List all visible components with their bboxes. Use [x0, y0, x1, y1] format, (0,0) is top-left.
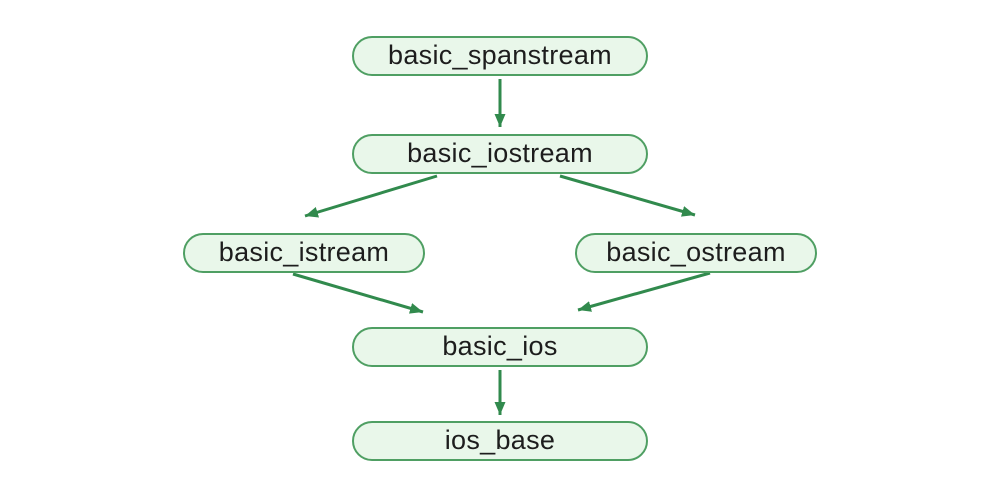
node-basic-spanstream: basic_spanstream — [352, 36, 648, 76]
node-basic-iostream-label: basic_iostream — [407, 137, 593, 168]
node-basic-istream: basic_istream — [183, 233, 425, 273]
node-basic-ios-label: basic_ios — [442, 330, 558, 361]
node-ios-base: ios_base — [352, 421, 648, 461]
node-basic-ios: basic_ios — [352, 327, 648, 367]
edge-basic_iostream-to-basic_istream — [304, 174, 438, 218]
node-ios-base-label: ios_base — [444, 424, 556, 455]
edge-basic_ostream-to-basic_ios — [577, 271, 711, 312]
node-basic-istream-label: basic_istream — [218, 236, 390, 267]
node-basic-iostream: basic_iostream — [352, 134, 648, 174]
node-basic-ostream-label: basic_ostream — [606, 236, 786, 267]
node-basic-ostream: basic_ostream — [575, 233, 817, 273]
edge-basic_istream-to-basic_ios — [292, 272, 424, 314]
edge-basic_iostream-to-basic_ostream — [559, 174, 696, 217]
node-basic-spanstream-label: basic_spanstream — [388, 39, 612, 70]
